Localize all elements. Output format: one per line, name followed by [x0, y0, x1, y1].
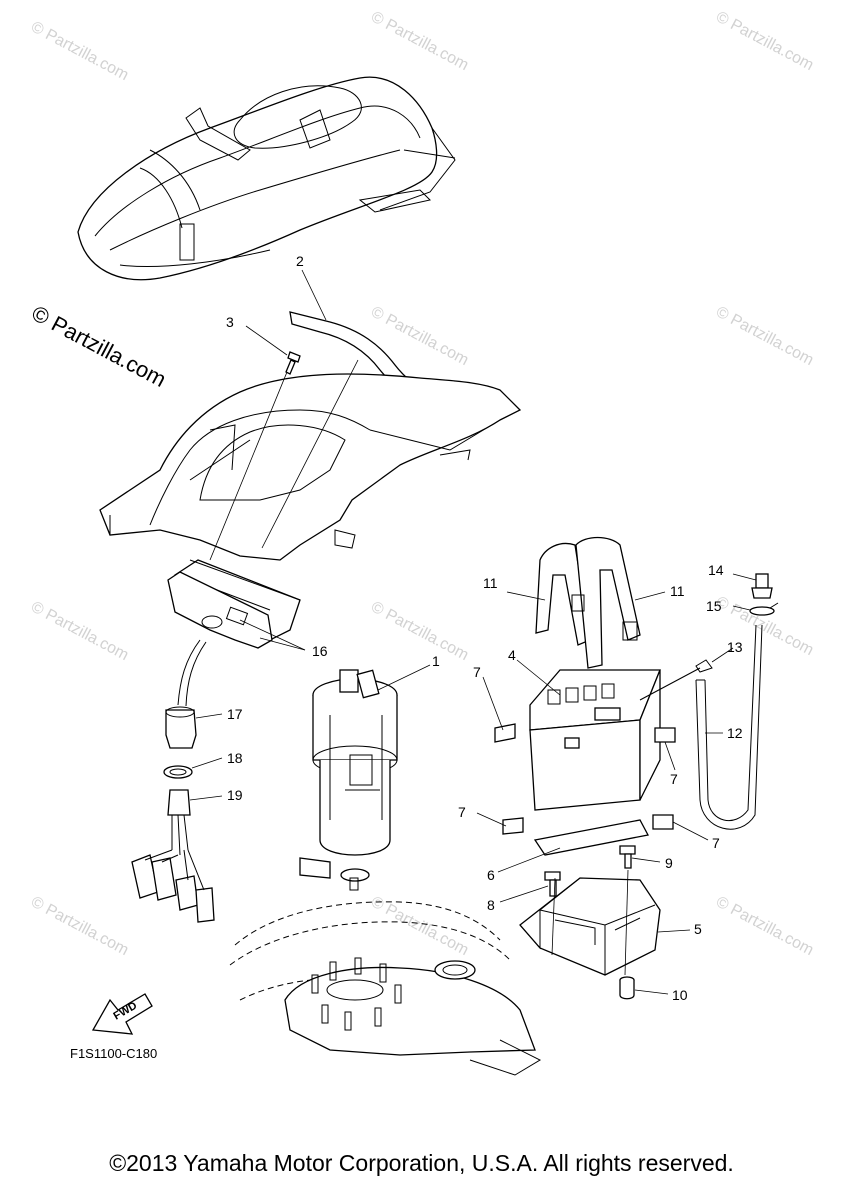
part-8-bolt	[544, 871, 561, 897]
callout-14: 14	[708, 562, 724, 578]
callout-19: 19	[227, 787, 243, 803]
part-5-battery-box	[519, 877, 661, 976]
part-10-damper	[619, 976, 635, 1000]
callout-7c: 7	[458, 804, 466, 820]
watermark: © Partzilla.com	[28, 599, 131, 665]
copyright-notice: ©2013 Yamaha Motor Corporation, U.S.A. A…	[109, 1150, 734, 1176]
meter-harness	[131, 639, 215, 923]
part-7-pads	[494, 723, 676, 835]
part-9-bolt	[619, 845, 636, 869]
callout-4: 4	[508, 647, 516, 663]
hull-fuel-tank	[229, 901, 542, 1076]
callout-7d: 7	[712, 835, 720, 851]
part-16-meter	[167, 559, 301, 649]
callout-11b: 11	[670, 583, 685, 599]
callout-labels: 1 2 3 4 5 6 7 7 7 7 8 9 10 11 11 12 13 1…	[226, 253, 743, 1003]
part-11-battery-strap	[535, 536, 641, 669]
part-12-hose	[695, 624, 763, 830]
callout-1: 1	[432, 653, 440, 669]
part-6-sheet	[533, 819, 649, 856]
part-1-fuel-pump	[299, 669, 398, 891]
callout-9: 9	[665, 855, 673, 871]
leader-lines	[189, 269, 757, 995]
watermark: © Partzilla.com	[713, 9, 816, 75]
part-15-clamp	[749, 602, 779, 616]
callout-16: 16	[312, 643, 328, 659]
callout-8: 8	[487, 897, 495, 913]
callout-13: 13	[727, 639, 743, 655]
callout-3: 3	[226, 314, 234, 330]
tank-studs	[311, 957, 402, 1031]
watermark: © Partzilla.com	[368, 599, 471, 665]
watermark: © Partzilla.com	[28, 894, 131, 960]
diagram-code: F1S1100-C180	[70, 1046, 157, 1061]
deck-hood-assembly	[99, 373, 522, 561]
part-13-clip	[639, 659, 713, 701]
part-4-battery	[529, 669, 661, 811]
watermark: © Partzilla.com	[713, 894, 816, 960]
callout-17: 17	[227, 706, 243, 722]
watermark-large: © Partzilla.com	[28, 300, 171, 392]
callout-15: 15	[706, 598, 722, 614]
watermark: © Partzilla.com	[368, 9, 471, 75]
callout-5: 5	[694, 921, 702, 937]
callout-11a: 11	[483, 575, 498, 591]
part-3-bolt	[285, 351, 301, 375]
watercraft-illustration	[77, 76, 456, 281]
watermark: © Partzilla.com	[28, 19, 131, 85]
callout-12: 12	[727, 725, 743, 741]
fwd-arrow-icon: FWD	[91, 993, 153, 1035]
callout-7b: 7	[670, 771, 678, 787]
callout-2: 2	[296, 253, 304, 269]
part-14-breather	[751, 573, 773, 599]
callout-6: 6	[487, 867, 495, 883]
watermark: © Partzilla.com	[713, 304, 816, 370]
callout-10: 10	[672, 987, 688, 1003]
callout-18: 18	[227, 750, 243, 766]
callout-7a: 7	[473, 664, 481, 680]
